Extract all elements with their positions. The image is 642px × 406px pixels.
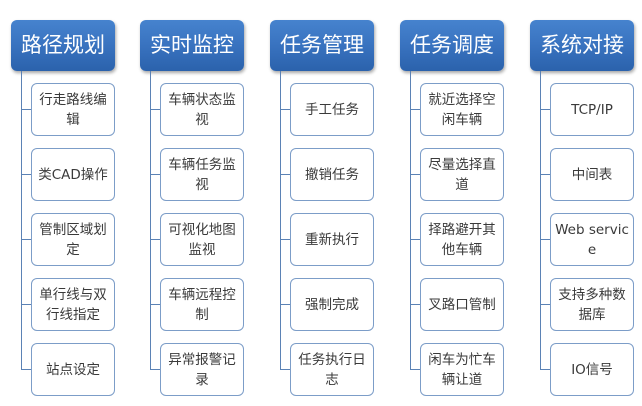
column-system-integration: 系统对接 TCP/IP 中间表 Web service 支持多种数据库 IO信号 — [530, 0, 642, 406]
connector-horizontal — [410, 109, 420, 110]
connector-horizontal — [280, 239, 290, 240]
node-item: 支持多种数据库 — [550, 278, 634, 331]
node-item: 任务执行日志 — [290, 343, 374, 396]
node-item: 闲车为忙车辆让道 — [420, 343, 504, 396]
header-path-planning: 路径规划 — [11, 20, 115, 71]
node-item: 管制区域划定 — [31, 213, 115, 266]
node-item: Web service — [550, 213, 634, 266]
header-system-integration: 系统对接 — [530, 20, 634, 71]
connector-horizontal — [150, 239, 160, 240]
node-item: IO信号 — [550, 343, 634, 396]
node-item: TCP/IP — [550, 83, 634, 136]
header-realtime-monitoring: 实时监控 — [140, 20, 244, 71]
connector-horizontal — [150, 109, 160, 110]
connector-horizontal — [540, 304, 550, 305]
column-task-management: 任务管理 手工任务 撤销任务 重新执行 强制完成 任务执行日志 — [270, 0, 395, 406]
connector-vertical — [21, 71, 22, 369]
connector-horizontal — [21, 109, 31, 110]
connector-horizontal — [410, 369, 420, 370]
connector-horizontal — [540, 369, 550, 370]
connector-horizontal — [280, 109, 290, 110]
connector-horizontal — [21, 239, 31, 240]
node-item: 车辆远程控制 — [160, 278, 244, 331]
connector-horizontal — [540, 109, 550, 110]
connector-horizontal — [540, 174, 550, 175]
header-task-scheduling: 任务调度 — [400, 20, 504, 71]
connector-horizontal — [150, 174, 160, 175]
connector-horizontal — [150, 369, 160, 370]
node-item: 车辆状态监视 — [160, 83, 244, 136]
connector-vertical — [540, 71, 541, 369]
node-item: 强制完成 — [290, 278, 374, 331]
node-item: 择路避开其他车辆 — [420, 213, 504, 266]
connector-horizontal — [21, 304, 31, 305]
connector-horizontal — [410, 304, 420, 305]
node-item: 单行线与双行线指定 — [31, 278, 115, 331]
node-item: 中间表 — [550, 148, 634, 201]
node-item: 行走路线编辑 — [31, 83, 115, 136]
node-item: 可视化地图监视 — [160, 213, 244, 266]
connector-horizontal — [21, 174, 31, 175]
column-realtime-monitoring: 实时监控 车辆状态监视 车辆任务监视 可视化地图监视 车辆远程控制 异常报警记录 — [140, 0, 265, 406]
connector-horizontal — [150, 304, 160, 305]
node-item: 异常报警记录 — [160, 343, 244, 396]
node-item: 就近选择空闲车辆 — [420, 83, 504, 136]
connector-horizontal — [21, 369, 31, 370]
column-path-planning: 路径规划 行走路线编辑 类CAD操作 管制区域划定 单行线与双行线指定 站点设定 — [11, 0, 136, 406]
connector-vertical — [280, 71, 281, 369]
node-item: 尽量选择直道 — [420, 148, 504, 201]
node-item: 叉路口管制 — [420, 278, 504, 331]
connector-horizontal — [410, 174, 420, 175]
header-task-management: 任务管理 — [270, 20, 374, 71]
node-item: 站点设定 — [31, 343, 115, 396]
connector-horizontal — [410, 239, 420, 240]
connector-horizontal — [280, 174, 290, 175]
connector-horizontal — [540, 239, 550, 240]
connector-vertical — [150, 71, 151, 369]
node-item: 车辆任务监视 — [160, 148, 244, 201]
node-item: 撤销任务 — [290, 148, 374, 201]
connector-vertical — [410, 71, 411, 369]
column-task-scheduling: 任务调度 就近选择空闲车辆 尽量选择直道 择路避开其他车辆 叉路口管制 闲车为忙… — [400, 0, 525, 406]
connector-horizontal — [280, 304, 290, 305]
node-item: 手工任务 — [290, 83, 374, 136]
node-item: 重新执行 — [290, 213, 374, 266]
node-item: 类CAD操作 — [31, 148, 115, 201]
connector-horizontal — [280, 369, 290, 370]
